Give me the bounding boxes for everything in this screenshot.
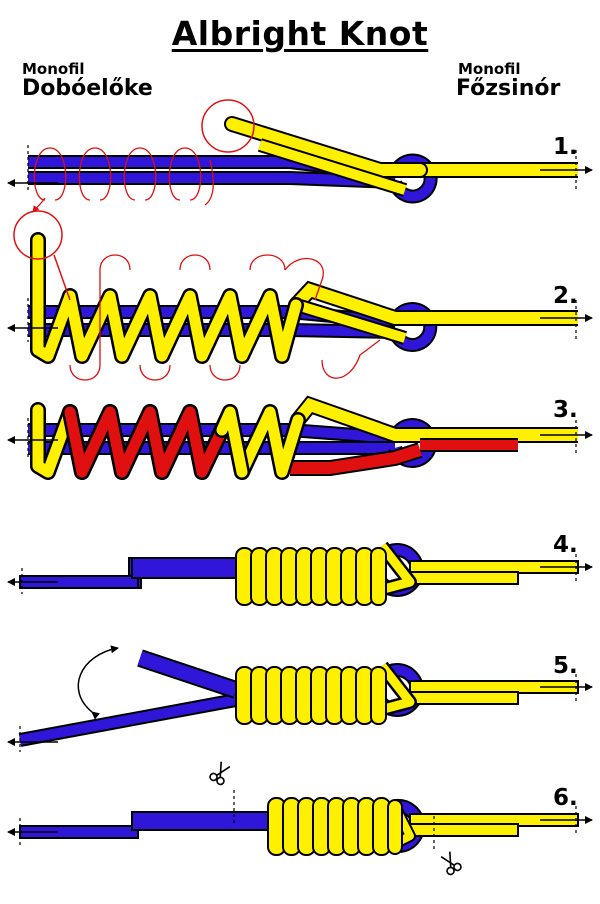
step-number-2: 2. [553, 283, 578, 309]
right-line-material: Monofil [458, 60, 521, 78]
wrap-guide-loops [33, 147, 214, 206]
page-title: Albright Knot [171, 14, 429, 53]
highlight-circle-icon [13, 210, 63, 260]
wrap-guide-loops [69, 254, 381, 381]
scissors-icon [209, 761, 231, 786]
step-number-4: 4. [553, 532, 578, 558]
left-line-material: Monofil [22, 60, 85, 78]
step-6-drawing [7, 761, 593, 876]
step-3-drawing [7, 395, 593, 480]
step-number-6: 6. [553, 785, 578, 811]
step-1-drawing [7, 99, 593, 213]
right-line-name: Főzsinór [456, 76, 561, 101]
wraps-group [235, 666, 387, 725]
scissors-icon [440, 851, 462, 876]
curved-arrow-icon [77, 645, 119, 720]
step-number-1: 1. [553, 134, 578, 160]
wraps-group [235, 547, 387, 606]
highlight-circle-icon [201, 99, 255, 153]
step-5-drawing [7, 645, 593, 752]
step-number-3: 3. [553, 397, 578, 423]
step-4-drawing [7, 541, 593, 606]
step-2-drawing [7, 210, 593, 381]
step-number-5: 5. [553, 653, 578, 679]
wraps-group [267, 797, 403, 856]
left-line-name: Dobóelőke [22, 76, 153, 101]
